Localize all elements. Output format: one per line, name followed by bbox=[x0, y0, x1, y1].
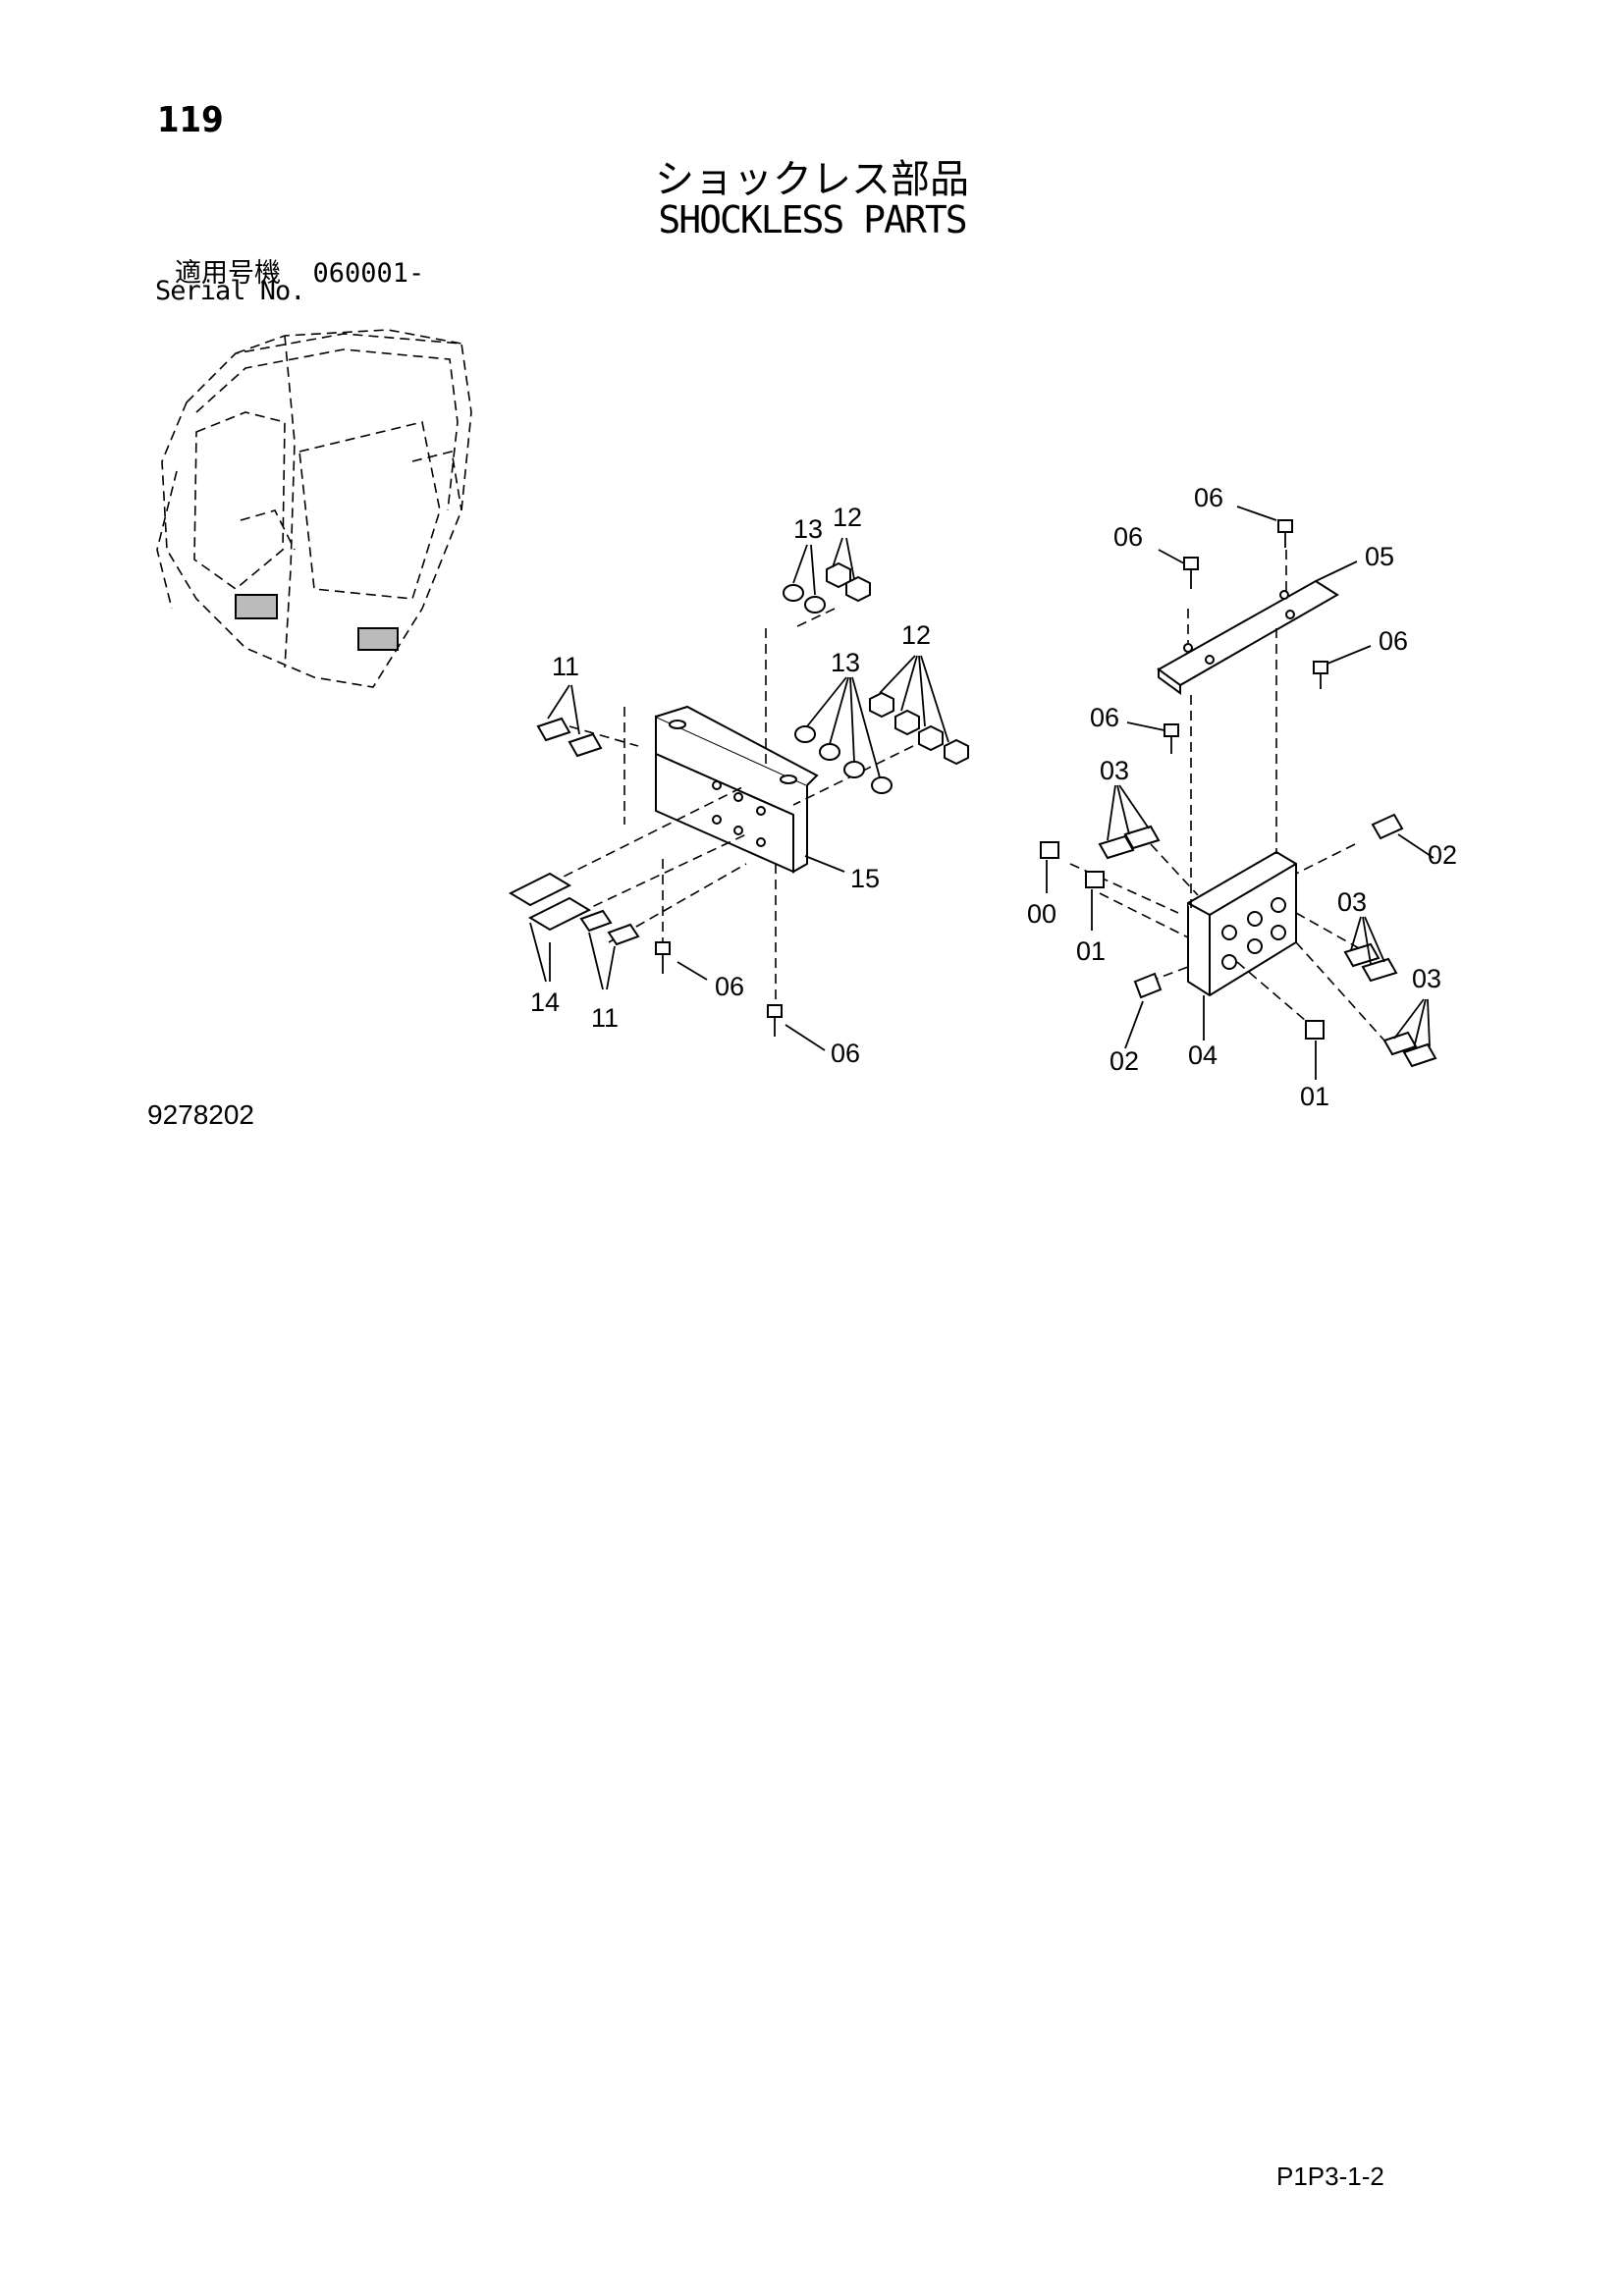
serial-label-japanese: 適用号機 bbox=[175, 258, 281, 289]
callout-06-top: 06 bbox=[1194, 483, 1223, 512]
shockless-valve-location-1 bbox=[235, 594, 278, 619]
callout-03-right-1: 03 bbox=[1337, 887, 1367, 917]
callout-14: 14 bbox=[530, 988, 560, 1017]
callout-02-bottom: 02 bbox=[1110, 1046, 1139, 1076]
callout-06-upper-left: 06 bbox=[1113, 522, 1143, 552]
callout-06-left-1: 06 bbox=[715, 972, 744, 1001]
plate-05 bbox=[1157, 579, 1339, 687]
callout-12-middle: 12 bbox=[901, 620, 931, 650]
serial-label-english: Serial No. bbox=[155, 276, 306, 306]
callout-06-lower-left: 06 bbox=[1090, 703, 1119, 732]
serial-applicability: 適用号機 060001- bbox=[175, 251, 424, 290]
page-title-english: SHOCKLESS PARTS bbox=[658, 198, 967, 241]
callout-11-top: 11 bbox=[552, 652, 579, 681]
valve-block-assembly bbox=[1040, 506, 1437, 1080]
figure-number: 9278202 bbox=[147, 1099, 255, 1130]
shockless-valve-location-2 bbox=[357, 627, 399, 651]
callout-03-left: 03 bbox=[1100, 756, 1129, 785]
callout-05: 05 bbox=[1365, 542, 1394, 571]
callout-01-left: 01 bbox=[1076, 936, 1106, 966]
callout-02-right: 02 bbox=[1428, 840, 1457, 870]
callout-12-top: 12 bbox=[833, 503, 862, 532]
callout-labels: 13 12 13 12 11 15 14 11 06 06 06 06 05 0… bbox=[530, 483, 1457, 1111]
callout-13-middle: 13 bbox=[831, 648, 860, 677]
callout-03-right-2: 03 bbox=[1412, 964, 1441, 993]
callout-00: 00 bbox=[1027, 899, 1056, 929]
page-code: P1P3-1-2 bbox=[1276, 2162, 1384, 2191]
callout-11-bottom: 11 bbox=[591, 1003, 619, 1033]
callout-15: 15 bbox=[850, 864, 880, 893]
callout-06-left-2: 06 bbox=[831, 1039, 860, 1068]
serial-value: 060001- bbox=[312, 258, 425, 289]
callout-13-top: 13 bbox=[793, 514, 823, 544]
callout-06-right: 06 bbox=[1379, 626, 1408, 656]
cab-overview-illustration bbox=[156, 329, 472, 688]
page-number: 119 bbox=[157, 100, 224, 140]
callout-04: 04 bbox=[1188, 1041, 1218, 1070]
callout-01-bottom: 01 bbox=[1300, 1082, 1329, 1111]
bracket-assembly bbox=[508, 537, 969, 1051]
page-title-japanese: ショックレス部品 bbox=[655, 157, 969, 202]
